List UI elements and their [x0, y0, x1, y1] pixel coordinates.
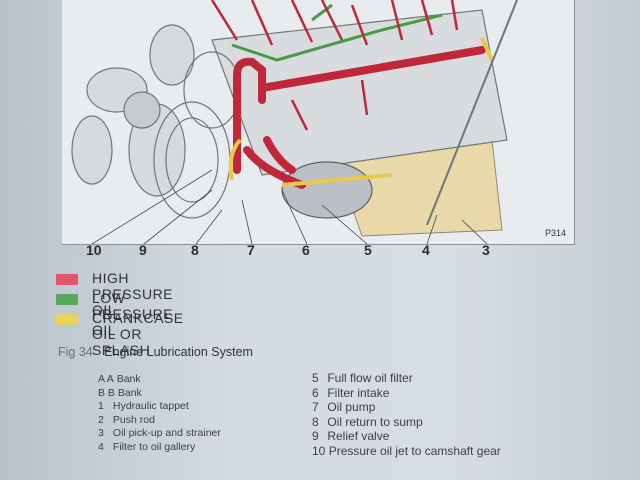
- figure-number: Fig 34: [58, 345, 93, 359]
- callout-7: 7: [247, 242, 255, 258]
- dipstick: [426, 0, 518, 226]
- list-item: 4 Filter to oil gallery: [98, 441, 221, 455]
- list-item: 10 Pressure oil jet to camshaft gear: [312, 444, 501, 459]
- list-item: 9 Relief valve: [312, 429, 501, 444]
- part-label: Oil pump: [327, 400, 376, 414]
- list-item: 3 Oil pick-up and strainer: [98, 427, 221, 441]
- list-item: 5 Full flow oil filter: [312, 371, 501, 386]
- low-pressure-swatch: [56, 294, 78, 305]
- callout-leaders: [91, 169, 488, 244]
- part-label: Bank: [116, 373, 141, 385]
- part-key: 6: [312, 385, 319, 400]
- part-key: 2: [98, 413, 104, 426]
- callout-3: 3: [482, 242, 490, 258]
- callout-10: 10: [86, 242, 102, 258]
- part-key: 9: [312, 429, 319, 443]
- part-key: 5: [312, 371, 319, 385]
- callout-4: 4: [422, 242, 430, 258]
- engine-illustration: [71, 0, 518, 244]
- low-pressure-lines: [231, 3, 443, 62]
- figure-title: Engine Lubrication System: [104, 345, 253, 359]
- list-item: 6 Filter intake: [312, 386, 501, 401]
- engine-block: [211, 9, 508, 176]
- part-label: Filter to oil gallery: [112, 440, 196, 453]
- legend-label: CRANKCASE OIL OR SPLASH: [92, 310, 184, 358]
- part-label: Pressure oil jet to camshaft gear: [328, 443, 501, 458]
- part-key: A A: [98, 373, 114, 385]
- part-label: Relief valve: [327, 429, 390, 443]
- legend-label: LOW PRESSURE OIL: [92, 290, 174, 338]
- legend-label: HIGH PRESSURE OIL: [92, 270, 174, 318]
- part-key: 7: [312, 400, 319, 414]
- crankcase-swatch: [56, 314, 78, 325]
- part-label: Filter intake: [327, 385, 390, 400]
- crankcase-oil-lines: [228, 37, 494, 187]
- part-key: B B: [98, 386, 115, 399]
- part-label: Bank: [117, 386, 142, 399]
- list-item: 2 Push rod: [98, 414, 221, 428]
- part-key: 10: [312, 443, 326, 458]
- list-item: 8 Oil return to sump: [312, 415, 501, 430]
- part-label: Oil pick-up and strainer: [112, 427, 221, 440]
- list-item: 1 Hydraulic tappet: [98, 400, 221, 414]
- figure-code: P314: [544, 228, 566, 238]
- part-key: 8: [312, 414, 319, 429]
- high-pressure-swatch: [56, 274, 78, 285]
- part-label: Hydraulic tappet: [112, 400, 189, 413]
- high-pressure-pushrods: [210, 0, 459, 131]
- callout-5: 5: [364, 242, 372, 258]
- part-key: 1: [98, 400, 104, 413]
- parts-list-left: A A Bank B B Bank 1 Hydraulic tappet 2 P…: [98, 373, 221, 455]
- part-key: 4: [98, 440, 104, 453]
- engine-diagram: P314: [62, 0, 575, 245]
- part-key: 3: [98, 427, 104, 440]
- part-label: Push rod: [112, 413, 155, 426]
- part-label: Oil return to sump: [327, 414, 423, 429]
- list-item: B B Bank: [98, 387, 221, 401]
- callout-8: 8: [191, 242, 199, 258]
- list-item: 7 Oil pump: [312, 400, 501, 415]
- parts-list-right: 5 Full flow oil filter 6 Filter intake 7…: [312, 371, 501, 458]
- list-item: A A Bank: [98, 373, 221, 387]
- callout-6: 6: [302, 242, 310, 258]
- part-label: Full flow oil filter: [327, 371, 413, 385]
- cooling-fan: [71, 24, 195, 197]
- callout-9: 9: [139, 242, 147, 258]
- figure-caption: Fig 34 Engine Lubrication System: [58, 345, 253, 359]
